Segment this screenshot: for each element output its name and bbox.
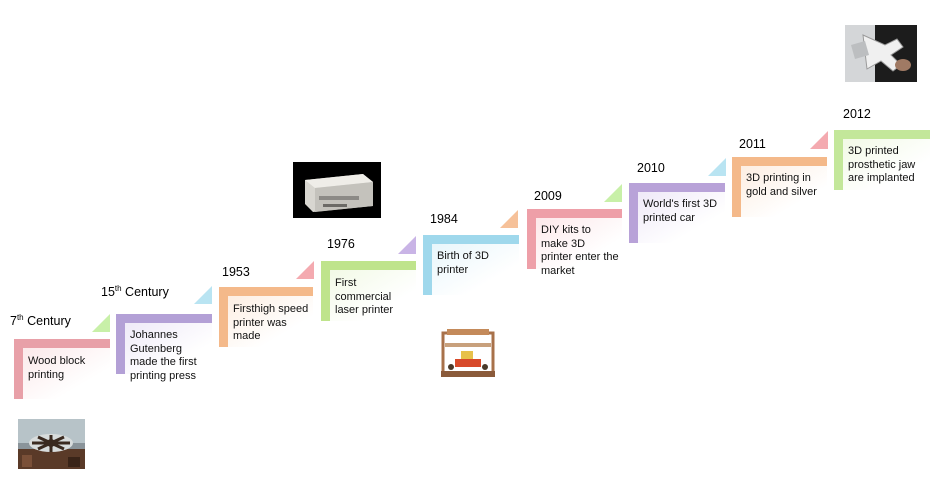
timeline-description: Wood block printing — [28, 355, 86, 381]
timeline-description: Birth of 3D printer — [437, 250, 489, 276]
timeline-description: 3D printing in gold and silver — [746, 172, 817, 198]
timeline-bracket — [527, 209, 622, 269]
timeline-year: 2012 — [843, 107, 871, 121]
timeline-bracket — [116, 314, 212, 374]
timeline-description: First commercial laser printer — [335, 277, 394, 316]
timeline-bracket — [321, 261, 416, 321]
timeline-description: DIY kits to make 3D printer enter the ma… — [541, 224, 619, 277]
timeline-year: 1953 — [222, 265, 250, 279]
timeline-bracket — [423, 235, 519, 295]
timeline-bracket — [732, 157, 827, 217]
arrow-tip-icon — [92, 314, 110, 332]
timeline-bracket — [14, 339, 110, 399]
arrow-tip-icon — [604, 184, 622, 202]
timeline-year: 1976 — [327, 237, 355, 251]
arrow-tip-icon — [810, 131, 828, 149]
timeline-description: Johannes Gutenberg made the first printi… — [130, 329, 197, 382]
laser-printer-photo — [293, 162, 381, 218]
timeline-year: 2009 — [534, 189, 562, 203]
arrow-tip-icon — [500, 210, 518, 228]
arrow-tip-icon — [296, 261, 314, 279]
timeline-bracket — [219, 287, 313, 347]
timeline-description: Firsthigh speed printer was made — [233, 303, 309, 342]
wood-block-image — [18, 419, 85, 469]
timeline-bracket — [629, 183, 725, 243]
arrow-tip-icon — [398, 236, 416, 254]
timeline-year: 2011 — [739, 137, 766, 151]
timeline-description: World's first 3D printed car — [643, 198, 718, 224]
laser-printer-image — [293, 162, 381, 218]
timeline-year: 1984 — [430, 212, 458, 226]
timeline-year: 2010 — [637, 161, 665, 175]
prosthetic-photo — [845, 25, 917, 82]
timeline-description: 3D printed prosthetic jaw are implanted — [848, 145, 916, 184]
wood-block-printing-photo — [18, 419, 85, 469]
diy-3d-printer-photo — [437, 323, 499, 381]
arrow-tip-icon — [194, 286, 212, 304]
prosthetic-image — [845, 25, 917, 82]
arrow-tip-icon — [708, 158, 726, 176]
timeline-year: 7th Century — [10, 313, 71, 329]
timeline-bracket — [834, 130, 930, 190]
timeline-year: 15th Century — [101, 284, 169, 300]
diy-3d-printer-image — [437, 323, 499, 381]
